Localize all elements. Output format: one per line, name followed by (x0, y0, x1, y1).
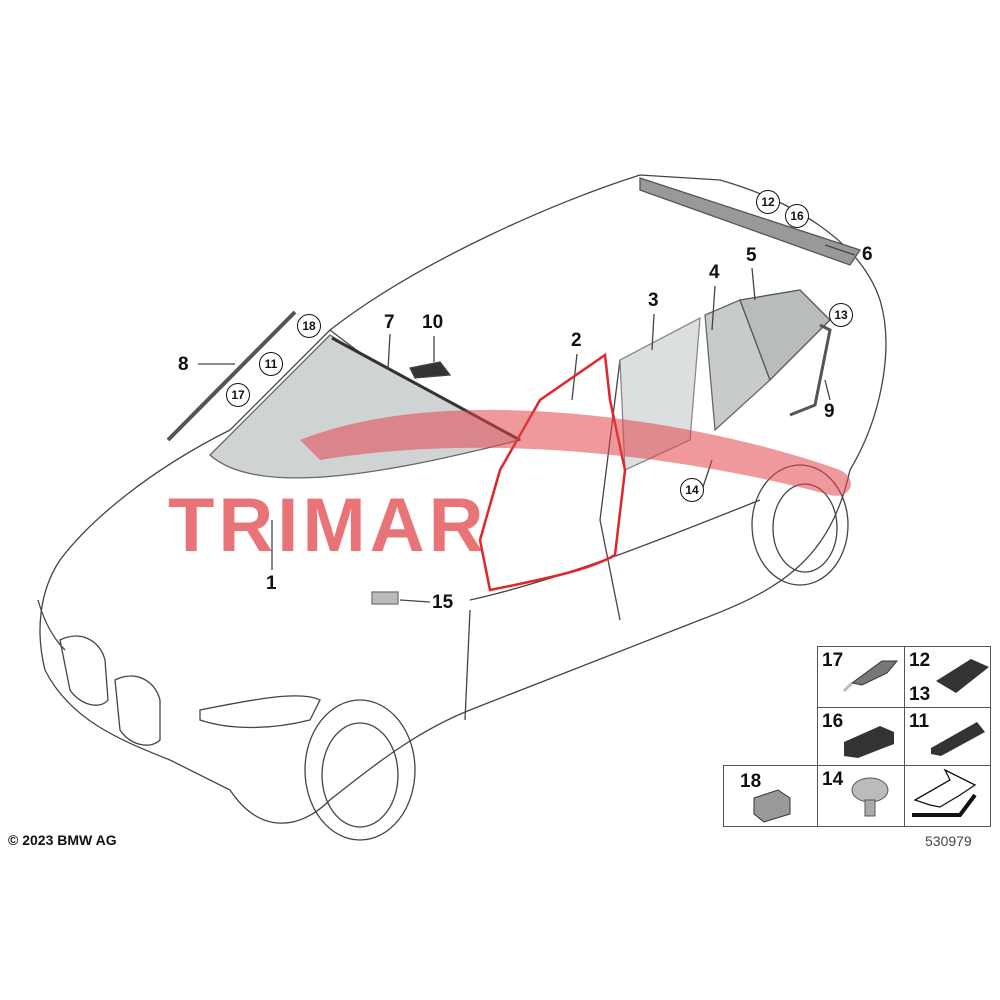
callout-13[interactable]: 13 (829, 303, 853, 327)
callout-11[interactable]: 11 (259, 352, 283, 376)
callout-18[interactable]: 18 (297, 314, 321, 338)
diagram-number: 530979 (925, 833, 972, 849)
part-cell-arrow (904, 765, 991, 827)
screw-icon (851, 777, 889, 817)
callout-14[interactable]: 14 (680, 478, 704, 502)
callout-5[interactable]: 5 (746, 245, 757, 266)
part-cell-17[interactable]: 17 (817, 646, 905, 708)
callout-15[interactable]: 15 (432, 592, 454, 613)
part-cell-18[interactable]: 18 (723, 765, 818, 827)
part-cell-12-13[interactable]: 12 13 (904, 646, 991, 708)
callout-4[interactable]: 4 (709, 262, 720, 283)
copyright-text: © 2023 BMW AG (8, 832, 117, 848)
callout-6[interactable]: 6 (862, 244, 873, 265)
callout-17[interactable]: 17 (226, 383, 250, 407)
callout-9[interactable]: 9 (824, 401, 835, 422)
callout-1[interactable]: 1 (266, 573, 277, 594)
callout-16[interactable]: 16 (785, 204, 809, 228)
watermark-text: TRIMAR (168, 483, 488, 568)
part-cell-11[interactable]: 11 (904, 707, 991, 766)
bracket-icon (753, 789, 791, 823)
callout-12[interactable]: 12 (756, 190, 780, 214)
foam-block-icon (844, 726, 894, 758)
callout-8[interactable]: 8 (178, 354, 189, 375)
callout-7[interactable]: 7 (384, 312, 395, 333)
clip-icon (842, 660, 899, 693)
part-cell-14[interactable]: 14 (817, 765, 905, 827)
callout-2[interactable]: 2 (571, 330, 582, 351)
part-cell-16[interactable]: 16 (817, 707, 905, 766)
foam-strip-icon (931, 722, 985, 756)
callout-3[interactable]: 3 (648, 290, 659, 311)
callout-10[interactable]: 10 (422, 312, 444, 333)
foam-pad-icon (936, 659, 989, 693)
